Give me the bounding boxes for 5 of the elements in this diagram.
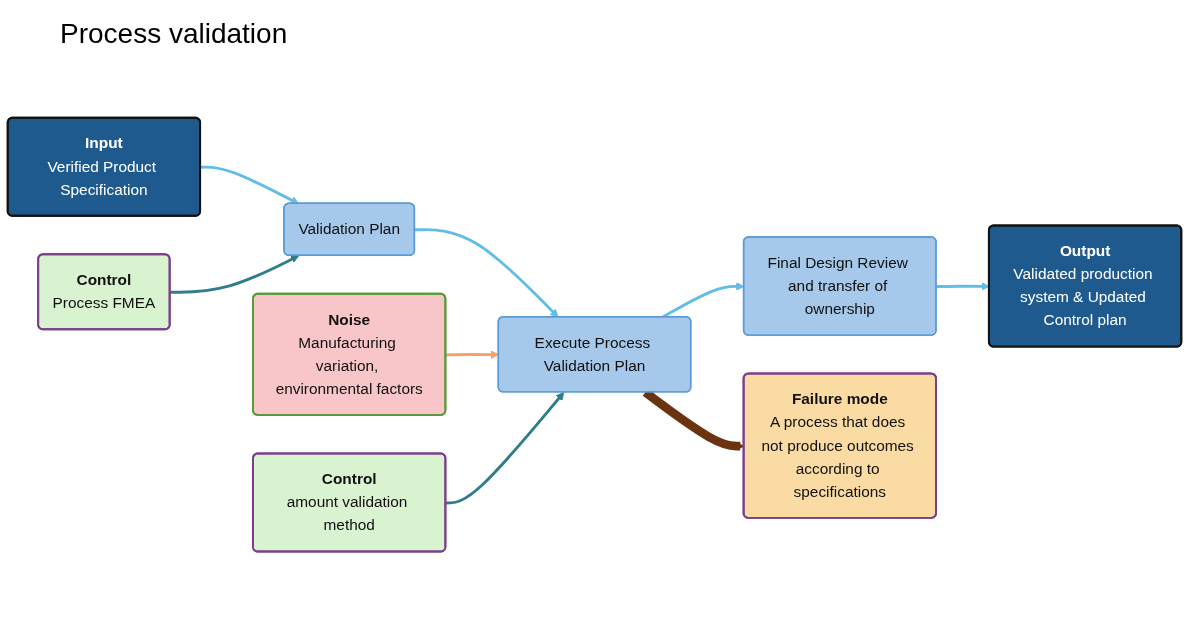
- diagram-title: Process validation: [60, 18, 289, 50]
- arrow: [200, 166, 300, 205]
- arrow: [414, 228, 559, 319]
- arrow: [445, 392, 565, 505]
- arrow: [170, 255, 300, 295]
